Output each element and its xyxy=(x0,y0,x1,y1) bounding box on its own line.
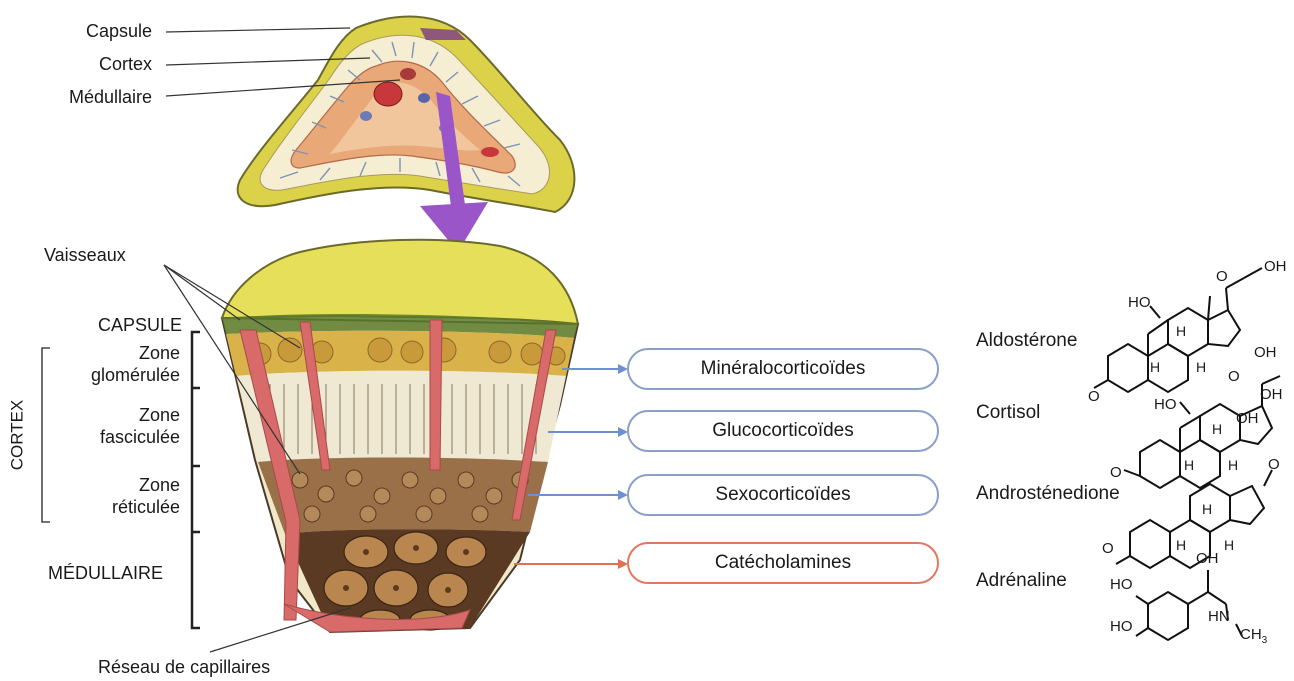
chem-label: OH xyxy=(1264,256,1287,278)
chem-label: O xyxy=(1216,266,1228,288)
capillaries-label: Réseau de capillaires xyxy=(98,656,270,678)
chem-label: HN xyxy=(1208,606,1230,628)
chem-label: H xyxy=(1202,498,1212,520)
chem-label: H xyxy=(1228,454,1238,476)
adrenal-gland-section xyxy=(238,17,575,212)
chem-label: H xyxy=(1224,534,1234,556)
chem-label: O xyxy=(1088,386,1100,408)
pill-catecholamines: Catécholamines xyxy=(627,542,939,584)
vessels-label: Vaisseaux xyxy=(44,244,126,266)
cortex-label: Cortex xyxy=(40,53,152,75)
medullaire-zone-label: MÉDULLAIRE xyxy=(48,562,163,584)
pill-sexocorticoides: Sexocorticoïdes xyxy=(627,474,939,516)
chem-label: O xyxy=(1102,538,1114,560)
zone-glomerulee-line2: glomérulée xyxy=(40,364,180,386)
chem-label: H xyxy=(1184,454,1194,476)
pill-glucocorticoides: Glucocorticoïdes xyxy=(627,410,939,452)
chem-label: H xyxy=(1150,356,1160,378)
hormone-cortisol: Cortisol xyxy=(976,402,1040,424)
medullaire-label: Médullaire xyxy=(40,86,152,108)
zone-fasciculee-line1: Zone xyxy=(40,404,180,426)
chem-label: H xyxy=(1176,320,1186,342)
chem-label: OH xyxy=(1196,548,1219,570)
chem-label: OH xyxy=(1260,384,1283,406)
chem-label: HO xyxy=(1110,616,1133,638)
chem-label: H xyxy=(1212,418,1222,440)
chem-label: O xyxy=(1268,454,1280,476)
chem-label: H xyxy=(1196,356,1206,378)
capsule-zone-label: CAPSULE xyxy=(40,314,182,336)
chem-label: O xyxy=(1110,462,1122,484)
chem-label: OH xyxy=(1254,342,1277,364)
zone-reticulee-line1: Zone xyxy=(40,474,180,496)
chem-label: HO xyxy=(1154,394,1177,416)
hormone-adrenaline: Adrénaline xyxy=(976,570,1067,592)
chem-label: HO xyxy=(1128,292,1151,314)
chem-label: HO xyxy=(1110,574,1133,596)
zone-glomerulee-line1: Zone xyxy=(40,342,180,364)
zone-fasciculee-line2: fasciculée xyxy=(40,426,180,448)
cortex-vertical-label: CORTEX xyxy=(6,400,28,471)
zone-brackets xyxy=(192,332,200,628)
zone-reticulee-line2: réticulée xyxy=(40,496,180,518)
hormone-androstenedione: Androsténedione xyxy=(976,483,1120,505)
chem-label: CH3 xyxy=(1240,624,1267,652)
chem-label: O xyxy=(1228,366,1240,388)
chem-label: OH xyxy=(1236,408,1259,430)
capsule-label: Capsule xyxy=(40,20,152,42)
pill-mineralocorticoides: Minéralocorticoïdes xyxy=(627,348,939,390)
chem-label: H xyxy=(1176,534,1186,556)
hormone-aldosterone: Aldostérone xyxy=(976,330,1077,352)
